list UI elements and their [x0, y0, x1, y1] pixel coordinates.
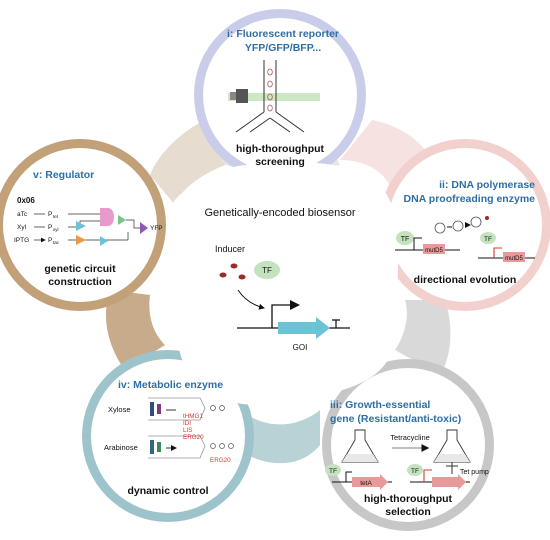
panel-i: i: Fluorescent reporter YFP/GFP/BFP... h… — [227, 28, 339, 168]
panel-v-caption-1: genetic circuit — [44, 263, 116, 275]
panel-ii-heading-2: DNA proofreading enzyme — [404, 193, 536, 205]
input-xyl: Xyl — [17, 224, 27, 231]
panel-iv-caption: dynamic control — [127, 485, 208, 497]
gene-thmg1: tHMG1 — [183, 413, 203, 420]
flask-icon-1 — [341, 429, 379, 463]
panel-iii-caption-2: selection — [385, 506, 431, 518]
inducer-molecules — [219, 263, 246, 280]
mutd5-gene — [423, 244, 445, 254]
panel-ii-gene-label: mutD5 — [425, 248, 443, 254]
panel-iii-tf — [325, 464, 341, 476]
promoter-ptet-sub: tet — [53, 214, 59, 219]
panel-i-caption-2: screening — [255, 156, 305, 168]
metabolic-circuit-icon — [148, 397, 234, 459]
inducer-label: Inducer — [215, 244, 245, 254]
xylose-label: Xylose — [108, 405, 131, 414]
panel-v: v: Regulator 0x06 aTc Xyl IPTG P tet P x… — [14, 169, 163, 288]
goi-arrow — [278, 317, 330, 339]
tf-label: TF — [262, 266, 272, 275]
input-iptg: IPTG — [14, 237, 29, 244]
panel-ii-heading-1: ii: DNA polymerase — [439, 179, 535, 191]
panel-iv: iv: Metabolic enzyme Xylose Arabinose tH… — [104, 379, 234, 497]
panel-ii-tf-label: TF — [401, 236, 410, 243]
panel-ii-tf — [396, 231, 414, 245]
tf-protein — [254, 261, 280, 279]
flask-icon-2 — [433, 429, 471, 463]
center-blob — [168, 161, 399, 405]
panel-ii-caption: directional evolution — [414, 274, 517, 286]
center-biosensor: Genetically-encoded biosensor Inducer TF… — [204, 207, 355, 352]
gene-erg20-mut: ERG20 — [183, 434, 204, 441]
panel-i-heading-2: YFP/GFP/BFP... — [245, 42, 321, 54]
promoter-ptac-sub: tac — [53, 240, 60, 245]
panel-iii-tf-label: TF — [329, 468, 337, 475]
goi-label: GOI — [293, 343, 308, 352]
promoter-ptet: P — [48, 211, 52, 218]
promoter-pxyl-sub: xyl — [53, 227, 59, 232]
promoter-pxyl: P — [48, 224, 52, 231]
promoter-ptac: P — [48, 237, 52, 244]
gene-idi: IDI — [183, 420, 191, 427]
promoter-arrowhead — [290, 300, 300, 310]
circuit-code: 0x06 — [17, 196, 35, 205]
panel-iii-gene-label: tetA — [360, 480, 372, 487]
mutd5-gene-2 — [503, 252, 525, 262]
panel-i-caption-1: high-thoroughput — [236, 143, 325, 155]
terminator-icon — [332, 319, 340, 328]
input-atc: aTc — [17, 211, 28, 218]
panel-ii: ii: DNA polymerase DNA proofreading enzy… — [395, 179, 535, 286]
output-yfp: YFP — [150, 225, 163, 232]
gene-erg20: ERG20 — [210, 457, 231, 464]
panel-iv-heading: iv: Metabolic enzyme — [118, 379, 223, 391]
panel-ii-tf2-label: TF — [484, 236, 492, 243]
promoter-icon — [271, 304, 290, 328]
panel-iii-caption-1: high-thoroughput — [364, 493, 453, 505]
tetracycline-label: Tetracycline — [390, 433, 430, 442]
tet-pump-label: Tet pump — [460, 469, 489, 476]
panel-iii: iii: Growth-essential gene (Resistant/an… — [325, 399, 489, 518]
panel-iii-tf2 — [407, 464, 423, 476]
teta-gene-2 — [432, 474, 466, 490]
panel-ii-tf2 — [480, 232, 496, 244]
teta-gene — [352, 474, 388, 490]
mutation-icons — [434, 216, 489, 234]
panel-v-caption-2: construction — [48, 276, 112, 288]
arabinose-label: Arabinose — [104, 443, 138, 452]
panel-v-heading: v: Regulator — [33, 169, 94, 181]
panel-iii-tf2-label: TF — [411, 468, 419, 475]
logic-gates-icon — [68, 208, 148, 246]
panel-iii-heading-2: gene (Resistant/anti-toxic) — [330, 413, 461, 425]
center-title: Genetically-encoded biosensor — [204, 207, 355, 219]
binding-arrow — [237, 289, 265, 310]
tet-pump-icon — [446, 462, 458, 474]
gene-lis: LIS — [183, 427, 192, 434]
microfluidic-channel-icon — [228, 60, 320, 133]
panel-ii-gene2-label: mutD5 — [505, 256, 523, 262]
panel-i-heading-1: i: Fluorescent reporter — [227, 28, 339, 40]
panel-iii-heading-1: iii: Growth-essential — [330, 399, 430, 411]
